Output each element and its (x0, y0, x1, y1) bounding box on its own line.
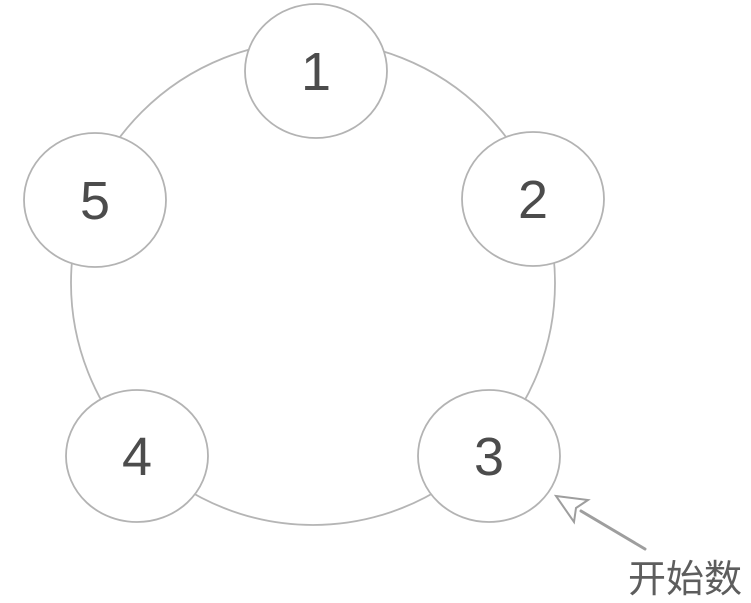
node-1: 1 (244, 3, 388, 139)
node-circle-3 (417, 389, 561, 523)
node-5: 5 (23, 132, 167, 268)
node-label-3: 3 (474, 427, 504, 487)
node-circle-1 (244, 3, 388, 139)
node-circle-4 (65, 389, 209, 523)
annotation-start-label: 开始数 (628, 559, 742, 601)
node-4: 4 (65, 389, 209, 523)
node-2: 2 (461, 131, 605, 267)
arrow-shaft (579, 509, 647, 551)
node-3: 3 (417, 389, 561, 523)
node-label-1: 1 (301, 42, 331, 102)
node-circle-5 (23, 132, 167, 268)
node-label-2: 2 (518, 170, 548, 230)
start-arrow (553, 494, 647, 551)
arrow-head-icon (553, 494, 591, 525)
node-circle-2 (461, 131, 605, 267)
node-label-4: 4 (122, 427, 152, 487)
node-label-5: 5 (80, 171, 110, 231)
